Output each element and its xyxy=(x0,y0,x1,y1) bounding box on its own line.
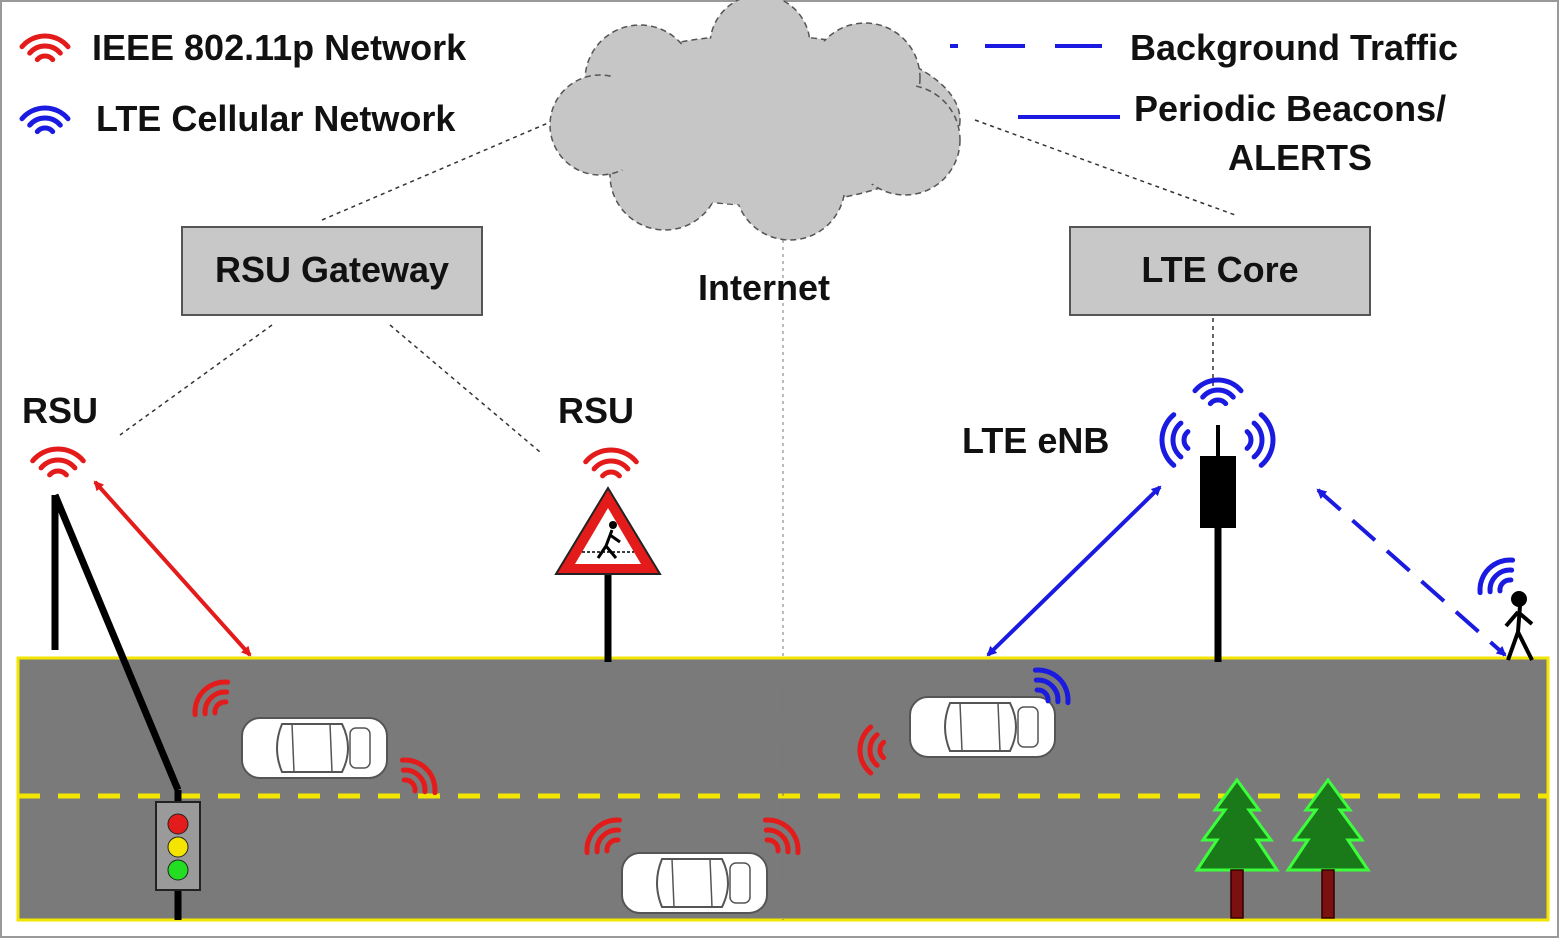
wifi-red-icon xyxy=(584,817,623,856)
wifi-red-icon-arc xyxy=(202,689,230,717)
wifi-blue-icon-arc xyxy=(1181,429,1191,451)
car-icon xyxy=(241,717,388,779)
wifi-red-icon xyxy=(19,33,71,63)
lte-tower-icon xyxy=(1200,425,1236,662)
wifi-blue-icon xyxy=(1159,412,1191,468)
wifi-red-icon xyxy=(399,757,438,796)
wifi-blue-icon-arc xyxy=(27,115,63,128)
wifi-red-icon-arc xyxy=(594,827,622,855)
car-icon xyxy=(621,852,768,914)
wifi-red-icon-arc xyxy=(583,447,639,465)
lte-background-arrow xyxy=(1316,488,1507,657)
wifi-red-icon-arc xyxy=(192,679,231,718)
wifi-blue-icon xyxy=(1244,412,1276,468)
wifi-blue-icon xyxy=(1192,377,1244,407)
wifi-red-icon-arc xyxy=(584,817,623,856)
wifi-blue-icon-arc xyxy=(1034,687,1051,704)
wifi-red-icon-arc xyxy=(212,699,229,716)
rsu-gateway-label: RSU Gateway xyxy=(215,249,449,290)
wifi-red-icon-arc xyxy=(857,724,874,776)
wifi-blue-icon-arc xyxy=(1251,420,1265,460)
wifi-blue-icon xyxy=(1032,667,1071,706)
wifi-red-icon-arc xyxy=(399,757,438,796)
wifi-blue-icon-arc xyxy=(1170,420,1184,460)
wifi-red-icon-arc xyxy=(764,837,781,854)
connector-cloud-gateway xyxy=(321,119,556,221)
wifi-red-icon-arc xyxy=(400,767,428,795)
wifi-red-icon-arc xyxy=(38,457,78,471)
legend-beacons-label-1: Periodic Beacons/ xyxy=(1134,88,1446,129)
traffic-light-icon xyxy=(155,801,201,891)
wifi-blue-icon-arc xyxy=(1032,667,1071,706)
wifi-blue-icon-arc xyxy=(1200,387,1236,400)
wifi-blue-icon xyxy=(19,105,71,135)
wifi-red-icon-arc xyxy=(401,777,418,794)
wifi-red-icon-arc xyxy=(34,53,56,63)
wifi-blue-icon-arc xyxy=(1497,577,1514,594)
wifi-red-icon-arc xyxy=(877,739,887,761)
lte-link-arrow xyxy=(986,485,1162,657)
wifi-red-icon xyxy=(762,817,801,856)
wifi-blue-icon-arc xyxy=(1244,429,1254,451)
rsu-gateway-box xyxy=(181,226,483,316)
wifi-red-icon xyxy=(192,679,231,718)
wifi-blue-icon-arc xyxy=(1258,412,1276,468)
wifi-red-icon xyxy=(857,724,887,776)
legend-beacons-label-2: ALERTS xyxy=(1228,137,1372,178)
legend-background-label: Background Traffic xyxy=(1130,27,1458,68)
wifi-blue-icon-arc xyxy=(1477,557,1516,596)
wifi-red-icon-arc xyxy=(600,469,622,479)
wifi-red-icon-arc xyxy=(47,468,69,478)
lte-enb-label: LTE eNB xyxy=(962,420,1109,461)
wifi-red-icon-arc xyxy=(19,33,71,50)
wifi-red-icon-arc xyxy=(591,458,631,472)
wifi-blue-icon-arc xyxy=(1033,677,1061,705)
car-icon xyxy=(909,696,1056,758)
wifi-red-icon xyxy=(583,447,639,479)
wifi-blue-icon-arc xyxy=(1487,567,1515,595)
internet-label: Internet xyxy=(698,267,830,308)
wifi-red-icon-arc xyxy=(762,817,801,856)
pedestrian-icon xyxy=(1504,591,1534,661)
pedestrian-sign-icon xyxy=(554,486,662,662)
lte-core-box xyxy=(1069,226,1371,316)
wifi-red-icon-arc xyxy=(867,732,880,768)
wifi-blue-icon xyxy=(1477,557,1516,596)
legend-lte-label: LTE Cellular Network xyxy=(96,98,456,139)
wifi-blue-icon-arc xyxy=(1192,377,1244,394)
wifi-blue-icon-arc xyxy=(1159,412,1177,468)
wifi-blue-icon-arc xyxy=(19,105,71,122)
wifi-blue-icon-arc xyxy=(1207,397,1229,407)
wifi-red-icon-arc xyxy=(763,827,791,855)
wifi-red-icon-arc xyxy=(27,43,63,56)
lte-core-label: LTE Core xyxy=(1141,249,1298,290)
wifi-red-icon-arc xyxy=(604,837,621,854)
wifi-red-icon xyxy=(30,446,86,478)
wifi-layer xyxy=(19,33,1516,856)
wifi-blue-icon-arc xyxy=(34,125,56,135)
ieee-link-arrow xyxy=(93,480,252,657)
wifi-red-icon-arc xyxy=(30,446,86,464)
rsu-left-label: RSU xyxy=(22,390,98,431)
rsu-middle-label: RSU xyxy=(558,390,634,431)
connector-gateway-rsu-mid xyxy=(389,324,541,453)
legend-ieee-label: IEEE 802.11p Network xyxy=(92,27,467,68)
connector-cloud-core xyxy=(974,119,1236,216)
